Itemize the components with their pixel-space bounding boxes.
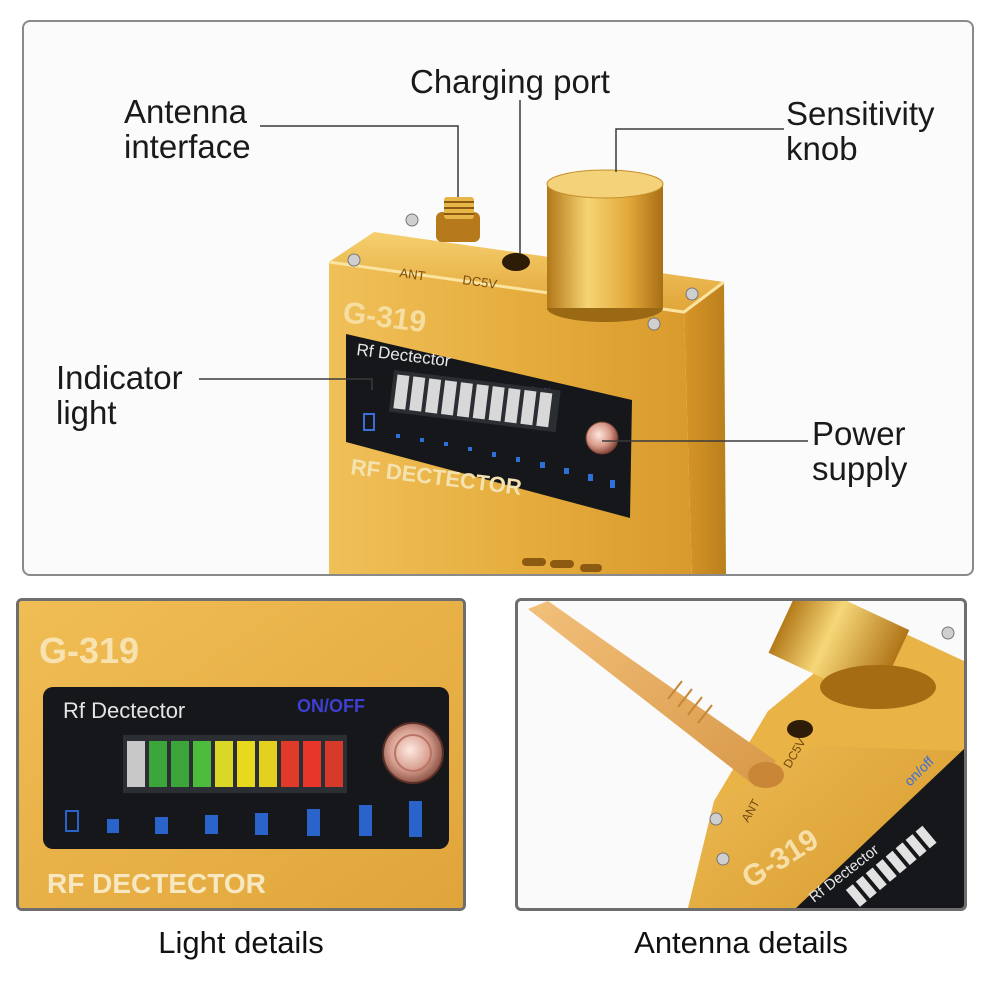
led-segment bbox=[149, 741, 167, 787]
led-bar-top bbox=[388, 370, 561, 433]
screw-icon bbox=[941, 626, 955, 640]
signal-dots bbox=[396, 434, 615, 488]
sensitivity-knob-angled-icon bbox=[768, 601, 936, 709]
light-details-illustration: G-319 Rf Dectector ON/OFF RF DECTECTOR bbox=[19, 601, 463, 908]
screw-icon bbox=[405, 213, 419, 227]
device-top-illustration: ANT DC5V G-319 Rf Dectector on/off bbox=[199, 100, 808, 574]
speaker-grille bbox=[522, 558, 602, 572]
led-segment bbox=[215, 741, 233, 787]
led-segment bbox=[281, 741, 299, 787]
charging-port-label: Charging port bbox=[410, 63, 610, 100]
sensitivity-knob-icon bbox=[546, 169, 664, 322]
led-segment bbox=[325, 741, 343, 787]
device-top-angled bbox=[714, 621, 964, 801]
charging-port-angled-icon bbox=[787, 720, 813, 738]
screw-icon bbox=[716, 852, 730, 866]
main-product-panel: ANT DC5V G-319 Rf Dectector on/off bbox=[22, 20, 974, 576]
caption-antenna-details: Antenna details bbox=[634, 925, 848, 960]
led-segment bbox=[237, 741, 255, 787]
screw-icon bbox=[347, 253, 361, 267]
rf-dectector-label-large: RF DECTECTOR bbox=[47, 868, 266, 899]
charging-port-icon bbox=[502, 253, 530, 271]
port-ant-text: ANT bbox=[399, 265, 427, 283]
antenna-details-illustration: DC5V ANT G-319 Rf Dectector on/off bbox=[528, 601, 964, 908]
signal-bars bbox=[107, 801, 422, 837]
antenna-icon bbox=[528, 601, 784, 788]
battery-icon-large bbox=[65, 810, 79, 832]
caption-light-details: Light details bbox=[158, 925, 324, 960]
light-details-panel: G-319 Rf Dectector ON/OFF RF DECTECTOR bbox=[16, 598, 466, 911]
screw-icon bbox=[709, 812, 723, 826]
model-label-large: G-319 bbox=[39, 630, 139, 671]
port-dc-text: DC5V bbox=[462, 272, 499, 292]
panel-title-large: Rf Dectector bbox=[63, 698, 185, 723]
led-segment bbox=[127, 741, 145, 787]
screw-icon bbox=[685, 287, 699, 301]
led-segment bbox=[259, 741, 277, 787]
antenna-connector-icon bbox=[436, 197, 480, 242]
led-bar-color bbox=[123, 735, 347, 793]
screw-icon bbox=[647, 317, 661, 331]
led-segment bbox=[171, 741, 189, 787]
antenna-details-panel: DC5V ANT G-319 Rf Dectector on/off bbox=[515, 598, 967, 911]
device-side-face bbox=[684, 282, 726, 574]
led-segment bbox=[303, 741, 321, 787]
display-panel-angled bbox=[796, 749, 964, 908]
power-button-icon bbox=[585, 421, 619, 455]
led-segment bbox=[193, 741, 211, 787]
switch-label-large: ON/OFF bbox=[297, 696, 365, 716]
battery-icon bbox=[363, 413, 375, 431]
power-button-large-icon bbox=[382, 722, 444, 784]
callout-lines bbox=[199, 100, 808, 442]
led-bar-angled bbox=[845, 825, 937, 907]
